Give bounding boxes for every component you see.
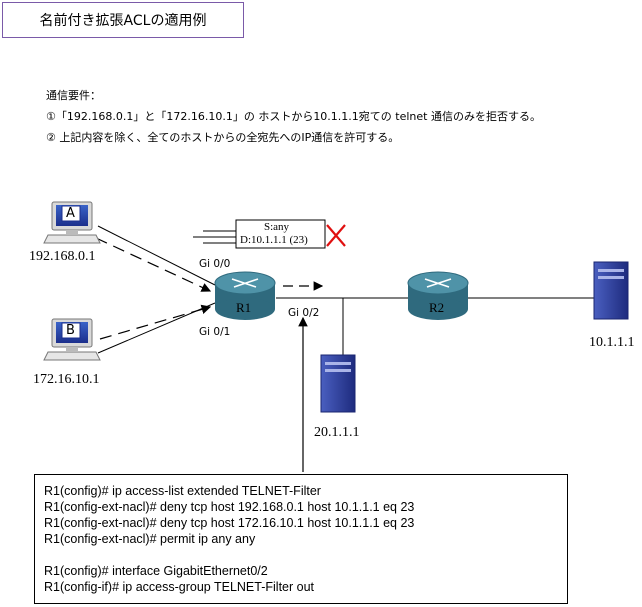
config-line: R1(config-if)# ip access-group TELNET-Fi… [44, 580, 315, 594]
link-a-r1 [97, 225, 216, 286]
config-line: R1(config-ext-nacl)# deny tcp host 172.1… [44, 516, 415, 530]
traffic-arrow-a [95, 237, 212, 292]
host-a-letter: A [66, 206, 75, 221]
router-r1-label: R1 [236, 300, 252, 315]
config-line: R1(config-ext-nacl)# deny tcp host 192.1… [44, 500, 415, 514]
config-line: R1(config-ext-nacl)# permit ip any any [44, 532, 256, 546]
router-r2-icon [407, 271, 469, 320]
config-blank-line [44, 547, 567, 563]
page-title: 名前付き拡張ACLの適用例 [39, 13, 207, 29]
deny-x-icon [326, 224, 346, 247]
router-r1-icon [214, 271, 276, 320]
host-b-ip: 172.16.10.1 [33, 372, 100, 387]
host-b-letter: B [66, 323, 75, 338]
config-box: R1(config)# ip access-list extended TELN… [34, 474, 568, 604]
host-a-ip: 192.168.0.1 [29, 249, 96, 264]
port-gi02: Gi 0/2 [288, 307, 320, 319]
requirement-1: ①「192.168.0.1」と「172.16.10.1」の ホストから10.1.… [46, 110, 541, 123]
config-line: R1(config)# interface GigabitEthernet0/2 [44, 564, 268, 578]
traffic-arrows [95, 237, 324, 472]
server-20-ip: 20.1.1.1 [314, 425, 360, 440]
traffic-arrow-b [99, 304, 212, 340]
requirement-2: ② 上記内容を除く、全てのホストからの全宛先へのIP通信を許可する。 [46, 131, 400, 144]
host-a-pc-icon [43, 201, 101, 244]
host-b-pc-icon [43, 318, 101, 361]
packet-src: S:any [264, 221, 290, 233]
config-line: R1(config)# ip access-list extended TELN… [44, 484, 321, 498]
server-10-icon [593, 261, 629, 320]
packet-dst: D:10.1.1.1 (23) [240, 234, 308, 246]
packet-box [193, 219, 326, 249]
server-10-ip: 10.1.1.1 [589, 335, 635, 350]
port-gi01: Gi 0/1 [199, 326, 231, 338]
requirements-heading: 通信要件： [46, 89, 101, 102]
server-20-icon [320, 354, 356, 413]
requirements: 通信要件： ①「192.168.0.1」と「172.16.10.1」の ホストか… [46, 85, 541, 148]
port-gi00: Gi 0/0 [199, 258, 231, 270]
links [97, 225, 594, 355]
router-r2-label: R2 [429, 300, 445, 315]
title-box: 名前付き拡張ACLの適用例 [2, 2, 244, 38]
